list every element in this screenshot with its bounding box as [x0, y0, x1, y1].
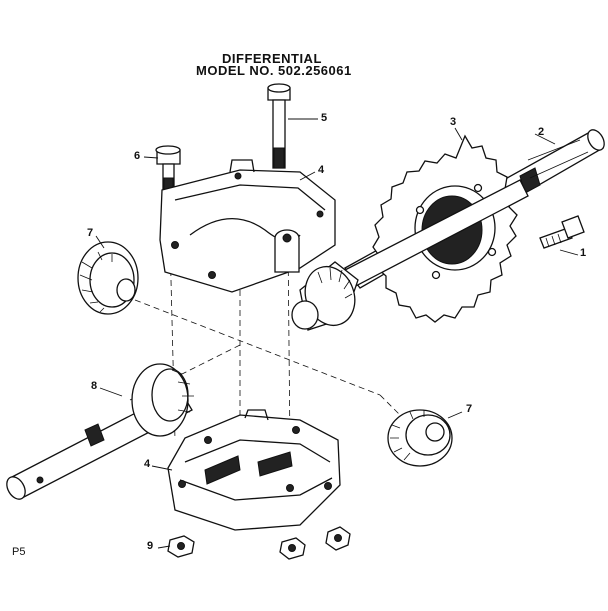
leader-lines [95, 118, 579, 549]
long-bolt [267, 83, 291, 169]
upper-housing [159, 159, 336, 293]
diagram-title-line1: DIFFERENTIAL [222, 51, 322, 66]
bevel-gear-right [387, 409, 453, 467]
diagram-title-line2: MODEL NO. 502.256061 [196, 63, 352, 78]
lower-housing [167, 409, 341, 531]
lower-axle-shaft [6, 363, 194, 500]
callout-9: 9 [147, 540, 154, 552]
callout-7-left: 7 [87, 227, 94, 239]
callout-2: 2 [538, 126, 545, 138]
page-reference: P5 [12, 546, 26, 558]
callout-6: 6 [134, 150, 141, 162]
hex-nuts [167, 526, 351, 560]
bolt-right [539, 215, 585, 249]
callout-8: 8 [91, 380, 98, 392]
bevel-gear-upper [291, 261, 359, 331]
callout-4-upper: 4 [318, 164, 325, 176]
callout-4-lower: 4 [144, 458, 151, 470]
callout-1: 1 [580, 247, 587, 259]
bevel-gear-left [77, 241, 139, 315]
callout-3: 3 [450, 116, 457, 128]
callout-5: 5 [321, 112, 328, 124]
callout-7-right: 7 [466, 403, 473, 415]
